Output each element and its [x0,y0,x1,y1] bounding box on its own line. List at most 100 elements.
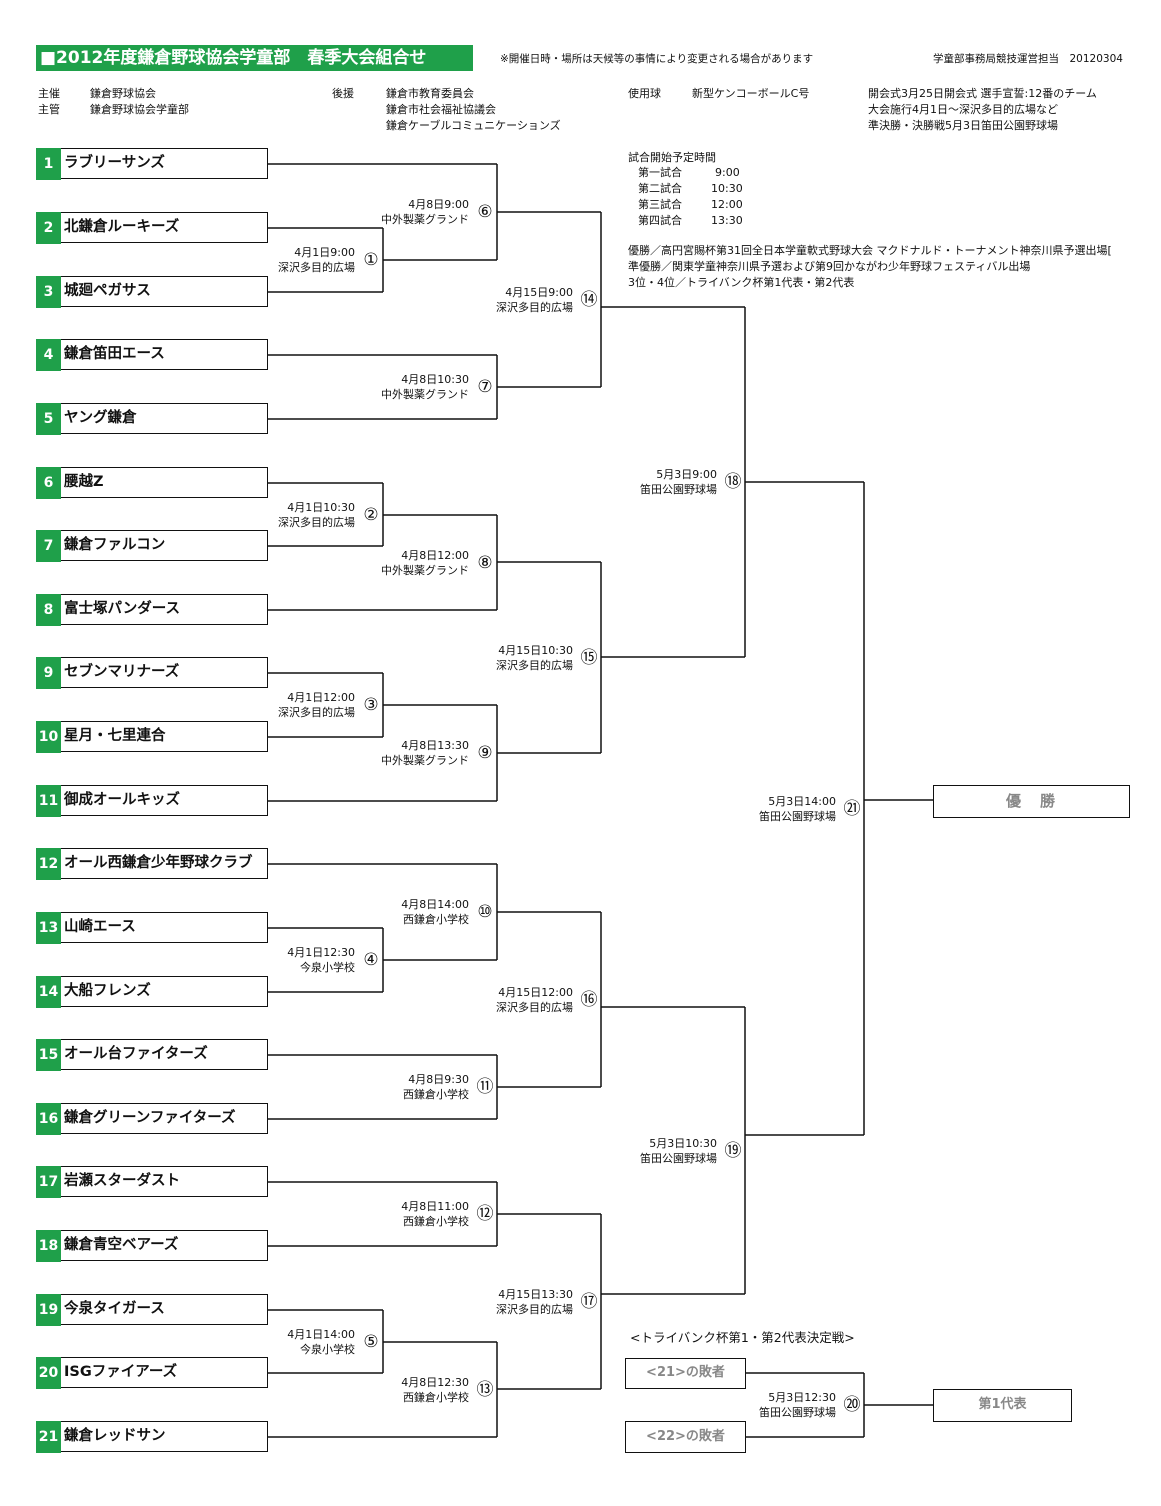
team-name: 鎌倉グリーンファイターズ [64,1110,236,1126]
match-date: 4月8日9:30 [408,1073,469,1086]
ball-value: 新型ケンコーボールC号 [692,87,810,100]
team-number: 2 [36,212,61,244]
notice-text: ※開催日時・場所は天候等の事情により変更される場合があります [500,53,814,65]
match-venue: 笛田公園野球場 [759,1406,836,1419]
match-number: ⑥ [477,202,493,222]
match-date: 4月1日14:00 [287,1327,355,1341]
team-number: 18 [36,1230,61,1262]
schedule-time-2: 10:30 [711,182,743,195]
schedule-time-1: 9:00 [715,166,740,179]
team-number: 20 [36,1357,61,1389]
team-number: 11 [36,785,61,817]
match-date: 4月8日12:30 [401,1375,469,1389]
info-line-1: 開会式3月25日開会式 選手宣誓:12番のチーム [868,87,1097,100]
schedule-title: 試合開始予定時間 [628,151,716,164]
team-name: 岩瀬スターダスト [64,1173,180,1189]
match-number: ⑧ [477,552,493,573]
match-date: 4月15日10:30 [498,643,573,657]
match-venue: 西鎌倉小学校 [403,1390,469,1404]
team-name: 鎌倉ファルコン [64,537,166,553]
team-name: 北鎌倉ルーキーズ [64,219,180,235]
team-name: セブンマリナーズ [64,664,180,680]
match-date: 4月8日9:00 [408,198,469,211]
match-number: ② [363,504,379,525]
team-name: 星月・七里連合 [64,728,166,744]
team-name: 鎌倉レッドサン [64,1428,166,1444]
match-number: ④ [363,950,379,970]
team-number: 10 [36,721,61,753]
team-number: 1 [36,148,61,180]
info-line-3: 準決勝・決勝戦5月3日笛田公園野球場 [868,119,1058,132]
team-number: 17 [36,1166,61,1198]
team-name: ISGファイアーズ [64,1364,178,1380]
team-number: 8 [36,594,61,626]
match-date: 5月3日14:00 [768,794,836,808]
schedule-time-4: 13:30 [711,214,743,227]
schedule-time-3: 12:00 [711,198,743,211]
schedule-label-1: 第一試合 [638,166,682,179]
team-number: 14 [36,976,61,1008]
match-number: ㉑ [843,798,861,819]
match-venue: 笛田公園野球場 [640,483,717,496]
match-venue: 今泉小学校 [300,961,355,974]
team-name: 富士塚パンダース [64,601,180,617]
match-number: ⑦ [477,377,493,397]
match-number: ⑫ [476,1204,494,1224]
playoff-title: <トライバンク杯第1・第2代表決定戦> [630,1330,855,1345]
team-number: 3 [36,276,61,308]
match-number: ⑱ [724,472,742,492]
match-venue: 西鎌倉小学校 [403,913,469,926]
match-venue: 深沢多目的広場 [496,300,573,314]
match-number: ⑪ [476,1077,494,1097]
match-number: ⑯ [580,989,598,1010]
team-name: 城廻ペガサス [64,283,151,299]
match-venue: 中外製薬グランド [381,754,469,767]
match-info: 4月8日14:00 西鎌倉小学校 [401,897,469,927]
match-number: ⑨ [477,743,493,763]
playoff-loser-b: <22>の敗者 [625,1421,746,1453]
match-date: 4月8日14:00 [401,898,469,911]
team-number: 19 [36,1294,61,1326]
ball-label: 使用球 [628,87,661,100]
team-name: 鎌倉笛田エース [64,346,165,362]
team-number: 6 [36,467,61,499]
match-date: 4月8日11:00 [401,1200,469,1213]
team-number: 9 [36,657,61,689]
team-name: オール西鎌倉少年野球クラブ [64,855,253,871]
match-venue: 中外製薬グランド [381,388,469,401]
page-title: ■2012年度鎌倉野球協会学童部 春季大会組合せ [36,45,473,71]
match-number: ⑰ [580,1291,598,1312]
team-number: 15 [36,1039,61,1071]
match-date: 4月1日12:00 [287,691,355,704]
host-value: 鎌倉野球協会 [90,87,156,100]
team-name: オール台ファイターズ [64,1046,208,1062]
match-date: 5月3日12:30 [768,1391,836,1404]
match-number: ③ [363,695,379,715]
team-name: 大船フレンズ [64,983,151,999]
host-label: 主催 [38,87,60,100]
playoff-loser-a: <21>の敗者 [625,1358,746,1389]
